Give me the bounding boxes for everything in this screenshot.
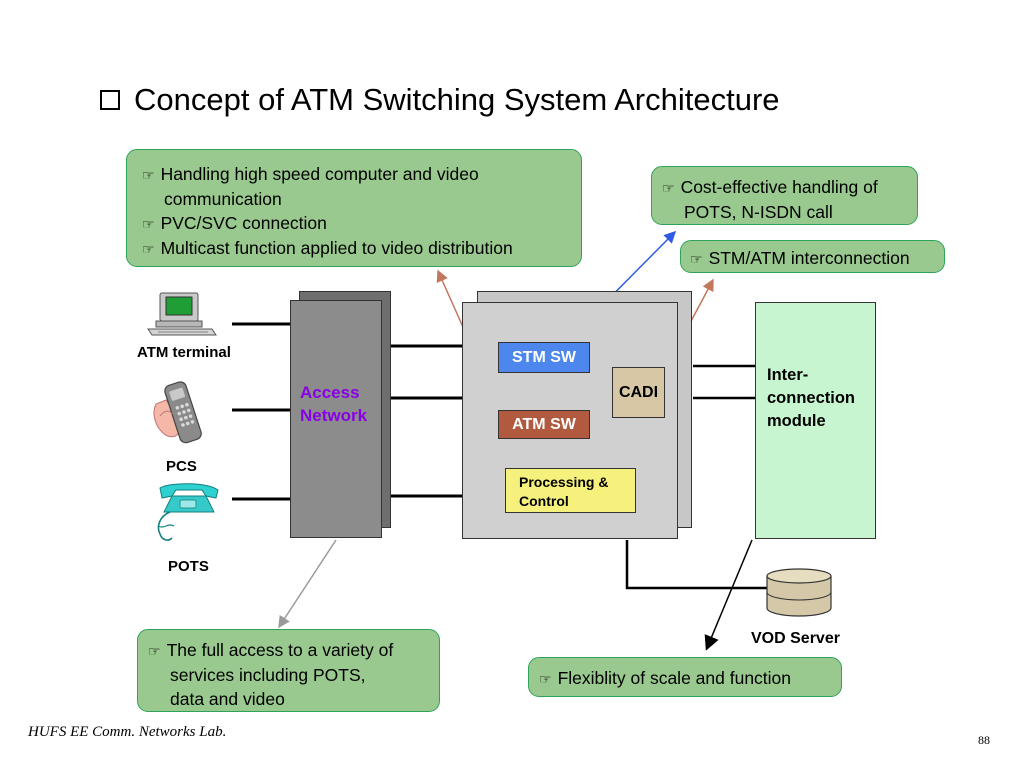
computer-terminal-icon [147, 292, 217, 336]
square-bullet-icon [100, 90, 120, 110]
device-links [232, 322, 292, 501]
mobile-phone-icon [153, 381, 202, 444]
note-bottom-left: ☞The full access to a variety of service… [137, 629, 440, 712]
vod-server-label: VOD Server [751, 630, 840, 647]
pointing-hand-icon: ☞ [142, 167, 155, 183]
database-cylinder-icon [766, 568, 832, 617]
processing-control-block: Processing & Control [505, 468, 636, 513]
telephone-icon [157, 483, 219, 541]
pointing-hand-icon: ☞ [690, 251, 703, 267]
pointing-hand-icon: ☞ [142, 241, 155, 257]
note-top-left: ☞Handling high speed computer and video … [126, 149, 582, 267]
access-network-block: Access Network [290, 300, 382, 538]
pointing-hand-icon: ☞ [662, 180, 675, 196]
slide-title: Concept of ATM Switching System Architec… [100, 82, 780, 118]
atm-sw-block: ATM SW [498, 410, 590, 439]
page-number: 88 [978, 733, 990, 747]
access-network-label-line2: Network [300, 406, 368, 425]
note-bottom-mid: ☞Flexiblity of scale and function [528, 657, 842, 697]
pointing-hand-icon: ☞ [148, 643, 161, 659]
pots-label: POTS [168, 558, 209, 575]
note-right-mid: ☞STM/ATM interconnection [680, 240, 945, 273]
pointing-hand-icon: ☞ [142, 216, 155, 232]
access-network-label-line1: Access [300, 383, 360, 402]
footer-lab-name: HUFS EE Comm. Networks Lab. [28, 724, 227, 740]
interconnection-module-block: Inter- connection module [755, 302, 876, 539]
pcs-label: PCS [166, 458, 197, 475]
note-top-right: ☞Cost-effective handling of POTS, N-ISDN… [651, 166, 918, 225]
stm-sw-block: STM SW [498, 342, 590, 373]
arrow-full-access-note [278, 539, 337, 629]
arrow-flexibility-note [704, 539, 753, 651]
cadi-block: CADI [612, 367, 665, 418]
access-to-switch-links [383, 344, 476, 498]
slide-title-text: Concept of ATM Switching System Architec… [134, 82, 780, 117]
pointing-hand-icon: ☞ [539, 671, 552, 687]
atm-terminal-label: ATM terminal [137, 344, 231, 361]
